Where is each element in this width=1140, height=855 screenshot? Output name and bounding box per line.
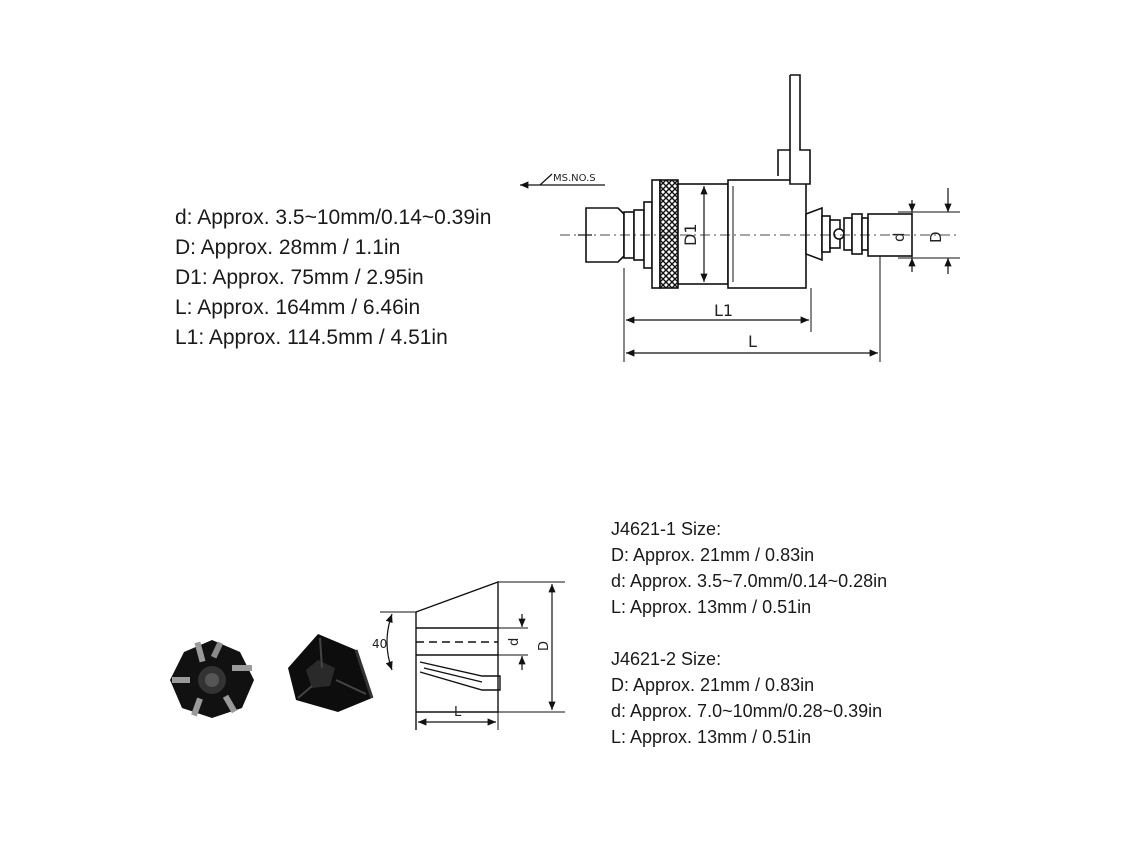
collet-spec-d: d: Approx. 7.0~10mm/0.28~0.39in bbox=[611, 701, 883, 721]
collet-spec-D: D: Approx. 21mm / 0.83in bbox=[611, 545, 815, 565]
spec-L: L: Approx. 164mm / 6.46in bbox=[175, 296, 421, 319]
spec-D1: D1: Approx. 75mm / 2.95in bbox=[175, 266, 424, 289]
collet-spec-D: D: Approx. 21mm / 0.83in bbox=[611, 675, 815, 695]
collet-section-drawing bbox=[380, 580, 565, 730]
collet-spec-title: J4621-2 Size: bbox=[611, 649, 722, 669]
collet-spec-L: L: Approx. 13mm / 0.51in bbox=[611, 597, 812, 617]
dim-label-collet-L: L bbox=[454, 705, 462, 720]
dim-label-d: d bbox=[890, 232, 908, 242]
spec-d: d: Approx. 3.5~10mm/0.14~0.39in bbox=[175, 206, 492, 229]
spindle-label: MS.NO.S bbox=[553, 173, 596, 184]
collet-spec-title: J4621-1 Size: bbox=[611, 519, 722, 539]
dim-label-D1: D1 bbox=[681, 224, 700, 247]
dim-label-D: D bbox=[927, 231, 945, 243]
collet-spec-j4621-2: J4621-2 Size: D: Approx. 21mm / 0.83in d… bbox=[611, 646, 882, 750]
dim-label-L: L bbox=[748, 332, 757, 351]
tap-holder-drawing bbox=[520, 74, 960, 362]
dim-label-angle: 40 bbox=[372, 637, 387, 651]
dim-label-collet-D: D bbox=[537, 641, 552, 651]
collet-spec-j4621-1: J4621-1 Size: D: Approx. 21mm / 0.83in d… bbox=[611, 516, 887, 620]
spec-D: D: Approx. 28mm / 1.1in bbox=[175, 236, 401, 259]
dim-label-collet-d: d bbox=[507, 638, 522, 646]
collet-photo-front bbox=[170, 640, 254, 718]
spec-L1: L1: Approx. 114.5mm / 4.51in bbox=[175, 326, 448, 349]
collet-photo-angled bbox=[288, 634, 374, 712]
tool-spec-list: d: Approx. 3.5~10mm/0.14~0.39in D: Appro… bbox=[175, 203, 491, 353]
dim-label-L1: L1 bbox=[714, 301, 733, 320]
collet-spec-L: L: Approx. 13mm / 0.51in bbox=[611, 727, 812, 747]
collet-spec-d: d: Approx. 3.5~7.0mm/0.14~0.28in bbox=[611, 571, 888, 591]
